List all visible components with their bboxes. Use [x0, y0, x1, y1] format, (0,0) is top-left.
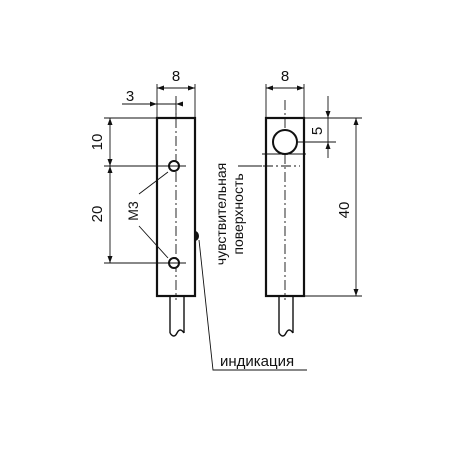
sensitive-surface-label-line1: чувствительная	[213, 163, 229, 265]
led-indicator	[195, 231, 199, 241]
front-width-label: 8	[281, 68, 289, 85]
front-view: 8 5 40	[245, 68, 362, 337]
front-cable-break	[278, 329, 294, 337]
side-spacing-label: 20	[89, 206, 106, 223]
indication-label: индикация	[220, 353, 294, 370]
side-view: 8 3 10 20 M3	[89, 68, 199, 337]
thread-label: M3	[125, 201, 141, 221]
offset-dim-arrows	[150, 101, 183, 107]
thread-leader-lower	[138, 225, 169, 259]
annotations: чувствительная поверхность индикация	[198, 163, 307, 371]
sensitive-surface-label-line2: поверхность	[230, 173, 246, 254]
thread-leader-upper	[138, 171, 169, 195]
side-offset-label: 3	[126, 88, 134, 105]
cable-break	[169, 329, 185, 337]
sensing-dim-label: 5	[309, 127, 326, 135]
length-dim-label: 40	[336, 202, 353, 219]
sensing-face	[272, 129, 298, 155]
side-top-label: 10	[89, 134, 106, 151]
side-width-label: 8	[172, 68, 180, 85]
indication-leader	[198, 239, 307, 371]
